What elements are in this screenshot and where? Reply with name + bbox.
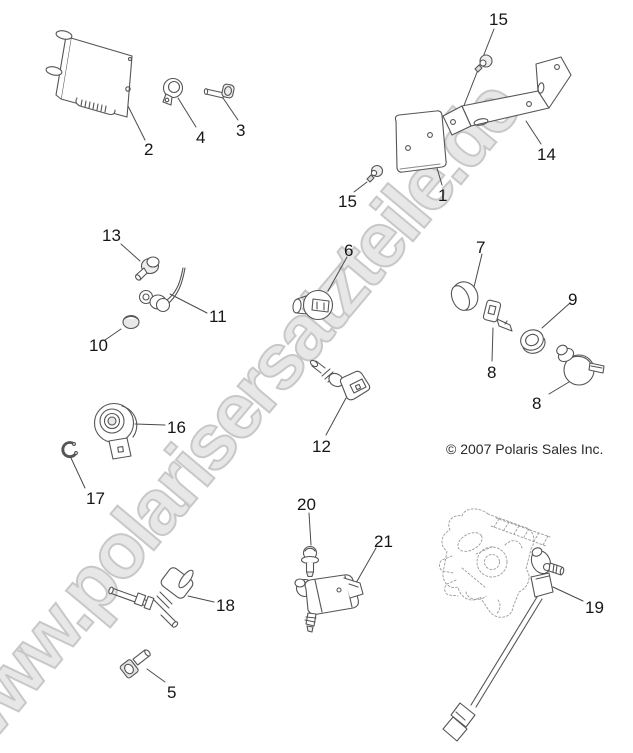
callout-10: 10 [89,336,108,355]
copyright-text: © 2007 Polaris Sales Inc. [446,441,604,457]
throttle-body-phantom [438,508,551,618]
callout-7: 7 [476,238,486,257]
part-screw-15-upper [474,54,493,73]
callout-8-switch: 8 [532,394,542,413]
part-relay-1 [394,110,447,173]
part-e-clip-17 [61,441,78,459]
part-socket-bolt-5 [119,649,151,679]
part-flange-screw-20 [300,545,320,578]
callout-20: 20 [297,495,316,514]
callout-4: 4 [196,128,206,147]
part-screw-15-lower [366,164,384,183]
part-map-sensor-21 [294,574,364,633]
callout-2: 2 [144,140,154,159]
part-bracket-14 [442,56,572,136]
part-plug-cap-10 [122,314,140,330]
part-tps-sensor-19 [442,547,565,742]
callout-21: 21 [374,532,393,551]
part-key-8 [482,299,513,332]
callout-9: 9 [568,290,578,309]
part-cap-7 [450,281,479,311]
callout-15-lower: 15 [338,192,357,211]
part-ecu-module [45,30,133,118]
callout-14: 14 [537,145,556,164]
part-ignition-switch-8 [556,344,605,386]
callout-17: 17 [86,489,105,508]
callout-19: 19 [585,598,604,617]
callout-15-upper: 15 [489,10,508,29]
callout-12: 12 [312,437,331,456]
callout-11: 11 [209,307,227,326]
part-temp-sensor-12 [309,359,371,401]
callout-3: 3 [236,121,246,140]
part-clamp [162,77,184,106]
part-horn-16 [93,402,138,460]
callout-13: 13 [102,226,121,245]
callout-6: 6 [344,241,354,260]
callout-18: 18 [216,596,235,615]
part-bolt-3 [203,83,235,99]
callout-1: 1 [438,186,448,205]
leader-lines [70,28,584,683]
part-flange-bolt-13 [134,256,160,281]
part-speed-sensor-11 [138,267,186,313]
part-solenoid-18 [108,567,194,628]
callout-5: 5 [167,683,177,702]
callout-16: 16 [167,418,186,437]
part-ring-nut-9 [520,329,546,354]
callout-8-key: 8 [487,363,497,382]
part-sensor-6 [292,289,334,321]
